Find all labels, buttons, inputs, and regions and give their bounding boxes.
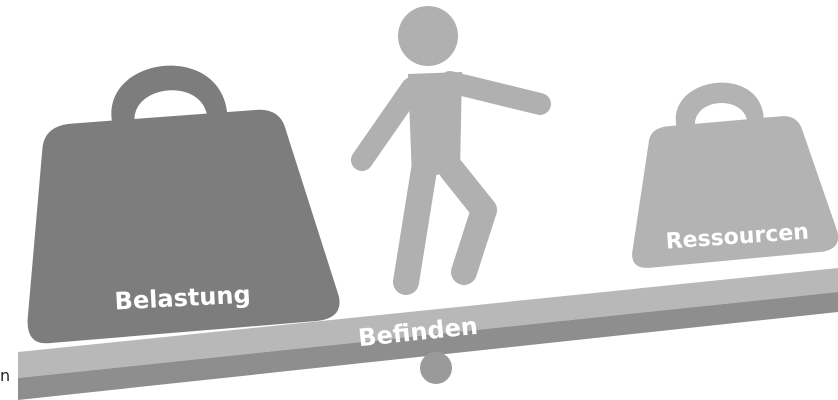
heavy-weight-handle (111, 65, 228, 130)
heavy-weight-body (27, 109, 340, 344)
person-left-arm (351, 77, 423, 171)
beam-front-face (18, 292, 838, 400)
beam-top-face (18, 268, 838, 378)
person-figure (351, 6, 551, 295)
person-right-arm (439, 71, 551, 115)
pivot-knob (420, 352, 452, 384)
heavy-weight: Belastung (27, 65, 340, 344)
person-head (398, 6, 458, 66)
person-right-shin (451, 197, 497, 285)
seesaw-beam: Befinden (18, 268, 838, 400)
person-left-leg (393, 157, 437, 295)
light-weight: Ressourcen (632, 82, 838, 268)
light-weight-handle (675, 82, 764, 132)
cropped-edge-text: n (0, 366, 10, 385)
person-torso (408, 72, 462, 178)
light-weight-body (632, 116, 838, 268)
